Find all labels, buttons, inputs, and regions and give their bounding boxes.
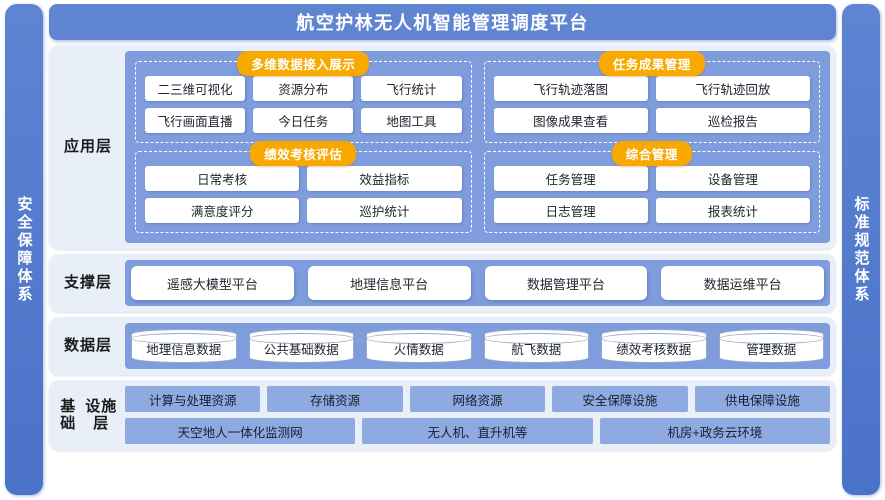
layer-support: 支撑层 遥感大模型平台 地理信息平台 数据管理平台 数据运维平台	[49, 254, 836, 312]
app-tile[interactable]: 设备管理	[655, 166, 810, 191]
infrastructure-item[interactable]: 存储资源	[267, 386, 403, 412]
infrastructure-item[interactable]: 网络资源	[409, 386, 546, 412]
infrastructure-item[interactable]: 安全保障设施	[552, 386, 688, 412]
application-band: 多维数据接入展示 二三维可视化 资源分布 飞行统计 飞行画面直播 今日任务 地图…	[125, 51, 830, 243]
infrastructure-item[interactable]: 天空地人一体化监测网	[125, 418, 356, 444]
layer-label-data: 数据层	[63, 337, 112, 355]
database-label: 绩效考核数据	[616, 343, 692, 357]
group-multidimensional-data: 多维数据接入展示 二三维可视化 资源分布 飞行统计 飞行画面直播 今日任务 地图…	[135, 51, 472, 143]
platform-title-bar: 航空护林无人机智能管理调度平台	[49, 4, 836, 40]
group-task-result-management: 任务成果管理 飞行轨迹落图 飞行轨迹回放 图像成果查看 巡检报告	[483, 51, 820, 143]
tile-row: 日志管理 报表统计	[493, 198, 810, 223]
group-performance-assessment: 绩效考核评估 日常考核 效益指标 满意度评分 巡护统计	[135, 141, 472, 233]
infrastructure-band: 计算与处理资源 存储资源 网络资源 安全保障设施 供电保障设施 天空地人一体化监…	[125, 386, 831, 444]
support-platform[interactable]: 数据管理平台	[484, 266, 648, 300]
infrastructure-row-2: 天空地人一体化监测网 无人机、直升机等 机房+政务云环境	[125, 418, 830, 444]
app-tile[interactable]: 二三维可视化	[145, 76, 246, 101]
support-platform[interactable]: 地理信息平台	[307, 266, 471, 300]
tile-row: 二三维可视化 资源分布 飞行统计	[145, 76, 462, 101]
group-integrated-management: 综合管理 任务管理 设备管理 日志管理 报表统计	[483, 141, 820, 233]
group-badge: 多维数据接入展示	[237, 51, 370, 76]
app-tile[interactable]: 日常考核	[145, 166, 300, 191]
database-cylinder[interactable]: 地理信息数据	[131, 329, 237, 363]
support-platform[interactable]: 遥感大模型平台	[131, 266, 294, 300]
support-platform[interactable]: 数据运维平台	[661, 266, 824, 300]
layer-data: 数据层 地理信息数据 公共基础数据 火情数据 航飞数据 绩效考核数据	[49, 317, 836, 375]
infrastructure-item[interactable]: 机房+政务云环境	[599, 418, 830, 444]
app-tile[interactable]: 任务管理	[493, 166, 648, 191]
left-rail-label: 安全保障体系	[15, 195, 33, 304]
database-cylinder[interactable]: 航飞数据	[483, 329, 589, 363]
database-cylinder[interactable]: 管理数据	[718, 329, 824, 363]
app-tile[interactable]: 飞行轨迹回放	[655, 76, 810, 101]
tile-row: 图像成果查看 巡检报告	[493, 108, 810, 133]
app-tile[interactable]: 效益指标	[307, 166, 462, 191]
right-rail-label: 标准规范体系	[852, 195, 870, 304]
app-tile[interactable]: 飞行轨迹落图	[493, 76, 648, 101]
app-tile[interactable]: 飞行统计	[361, 76, 462, 101]
app-tile[interactable]: 地图工具	[361, 108, 462, 133]
infrastructure-item[interactable]: 计算与处理资源	[125, 386, 261, 412]
layer-label-infrastructure: 基础 设施层	[55, 386, 121, 444]
infrastructure-row-1: 计算与处理资源 存储资源 网络资源 安全保障设施 供电保障设施	[125, 386, 831, 412]
database-label: 管理数据	[746, 343, 797, 357]
support-band: 遥感大模型平台 地理信息平台 数据管理平台 数据运维平台	[125, 260, 830, 306]
tile-row: 飞行轨迹落图 飞行轨迹回放	[493, 76, 810, 101]
app-tile[interactable]: 飞行画面直播	[145, 108, 246, 133]
layer-label-line-1: 基础	[60, 397, 77, 432]
layer-application: 应用层 多维数据接入展示 二三维可视化 资源分布 飞行统计 飞行画面直播 今日任…	[49, 45, 836, 249]
left-rail-security-system: 安全保障体系	[5, 4, 43, 495]
page-title: 航空护林无人机智能管理调度平台	[296, 13, 589, 33]
app-tile[interactable]: 图像成果查看	[493, 108, 648, 133]
tile-row: 任务管理 设备管理	[493, 166, 810, 191]
database-label: 地理信息数据	[146, 343, 222, 357]
database-label: 公共基础数据	[263, 343, 339, 357]
app-tile[interactable]: 满意度评分	[145, 198, 300, 223]
infrastructure-item[interactable]: 供电保障设施	[694, 386, 831, 412]
layer-label-support: 支撑层	[63, 274, 112, 292]
application-row-2: 绩效考核评估 日常考核 效益指标 满意度评分 巡护统计 综合管理	[135, 141, 820, 233]
app-tile[interactable]: 资源分布	[253, 76, 354, 101]
app-tile[interactable]: 日志管理	[493, 198, 648, 223]
tile-row: 飞行画面直播 今日任务 地图工具	[145, 108, 462, 133]
tile-row: 满意度评分 巡护统计	[145, 198, 462, 223]
group-badge: 综合管理	[611, 141, 692, 166]
database-cylinder[interactable]: 公共基础数据	[248, 329, 354, 363]
app-tile[interactable]: 今日任务	[253, 108, 354, 133]
group-badge: 任务成果管理	[598, 51, 705, 76]
layer-label-line-2: 设施层	[85, 397, 118, 432]
database-label: 航飞数据	[511, 343, 562, 357]
right-rail-standard-system: 标准规范体系	[842, 4, 880, 495]
layer-infrastructure: 基础 设施层 计算与处理资源 存储资源 网络资源 安全保障设施 供电保障设施 天…	[49, 380, 836, 450]
tile-row: 日常考核 效益指标	[145, 166, 462, 191]
application-row-1: 多维数据接入展示 二三维可视化 资源分布 飞行统计 飞行画面直播 今日任务 地图…	[135, 51, 820, 143]
group-badge: 绩效考核评估	[250, 141, 357, 166]
data-band: 地理信息数据 公共基础数据 火情数据 航飞数据 绩效考核数据 管理数据	[125, 323, 830, 369]
database-cylinder[interactable]: 绩效考核数据	[601, 329, 707, 363]
app-tile[interactable]: 报表统计	[655, 198, 810, 223]
center-column: 航空护林无人机智能管理调度平台 应用层 多维数据接入展示 二三维可视化 资源分布…	[49, 4, 836, 495]
database-cylinder[interactable]: 火情数据	[366, 329, 472, 363]
infrastructure-item[interactable]: 无人机、直升机等	[362, 418, 593, 444]
database-label: 火情数据	[393, 343, 444, 357]
app-tile[interactable]: 巡护统计	[307, 198, 462, 223]
layer-label-application: 应用层	[63, 138, 112, 156]
app-tile[interactable]: 巡检报告	[655, 108, 810, 133]
